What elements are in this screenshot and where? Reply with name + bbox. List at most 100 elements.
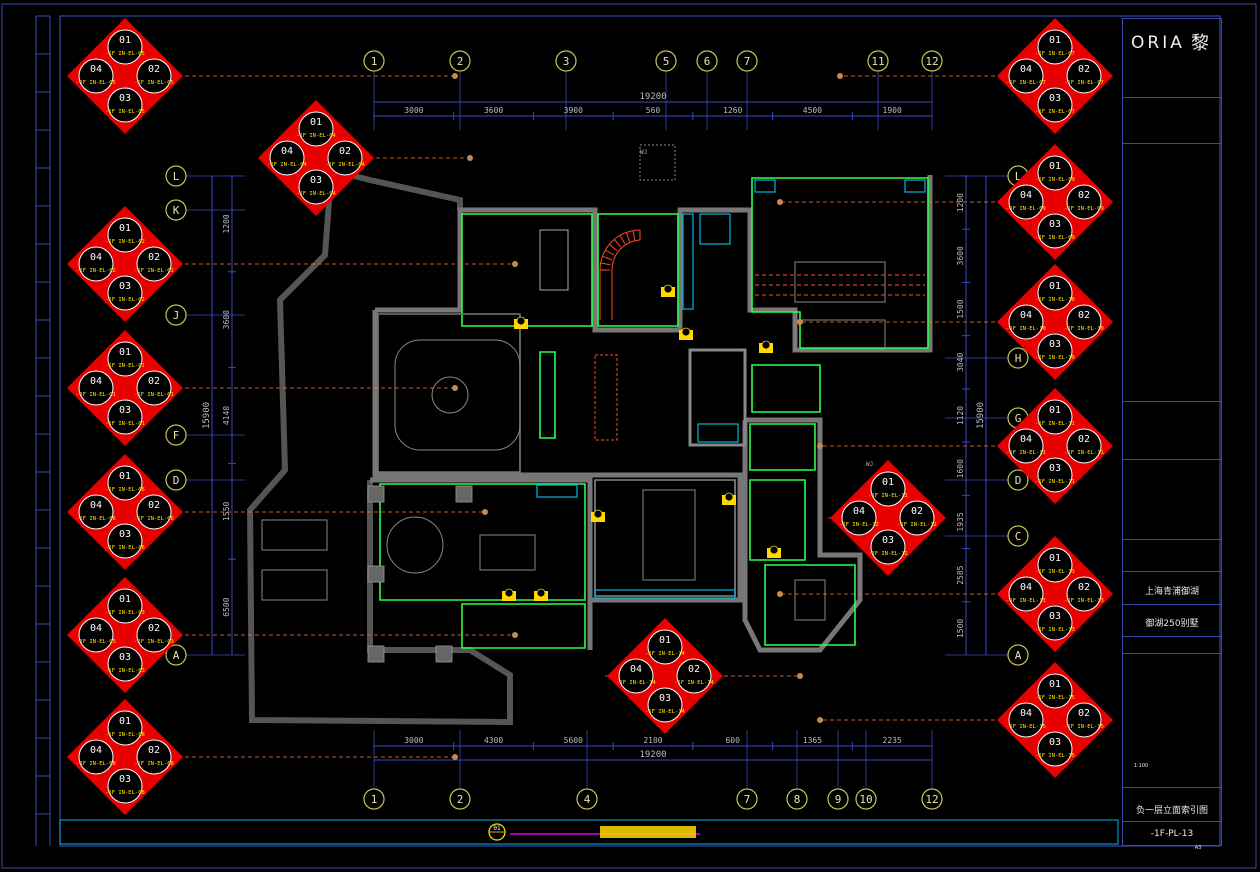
elevation-code: -1F IN-EL-09 [1064,206,1104,212]
elevation-code: -1F IN-EL-03 [134,639,174,645]
elevation-quadrant: 01 [119,35,131,46]
elevation-quadrant: 04 [1020,434,1032,445]
elevation-code: -1F IN-EL-08 [76,761,116,767]
grid-bubble-top: 12 [921,50,943,72]
elevation-code: -1F IN-EL-14 [645,651,685,657]
grid-bubble-left: D [165,469,187,491]
elevation-code: -1F IN-EL-10 [1064,326,1104,332]
elevation-quadrant: 03 [310,175,322,186]
grid-bubble-label: 2 [457,793,464,806]
dimension-text: 1935 [956,512,965,531]
furniture [261,144,886,621]
elevation-quadrant: 01 [310,117,322,128]
grid-bubble-label: 8 [794,793,801,806]
elevation-quadrant: 03 [119,405,131,416]
elevation-quadrant: 04 [90,376,102,387]
elevation-code: -1F IN-EL-12 [897,522,937,528]
grid-bubble-label: L [1015,170,1022,183]
elevation-code: -1F IN-EL-01 [105,421,145,427]
elevation-quadrant: 04 [1020,582,1032,593]
client-name: 上海青浦御湖 [1144,587,1199,597]
dimension-text: 1260 [723,106,742,115]
elevation-quadrant: 04 [90,252,102,263]
grid-bubble-label: 2 [457,55,464,68]
dimension-text: 6500 [222,597,231,616]
elevation-code: -1F IN-EL-04 [296,133,336,139]
grid-bubble-top: 2 [449,50,471,72]
elevation-quadrant: 02 [1078,310,1090,321]
elevation-quadrant: 04 [1020,64,1032,75]
elevation-code: -1F IN-EL-07 [1035,109,1075,115]
elevation-code: -1F IN-EL-14 [645,709,685,715]
dimension-text: 2100 [643,736,662,745]
grid-bubble-label: 7 [744,55,751,68]
elevation-code: -1F IN-EL-13 [1064,598,1104,604]
elevation-quadrant: 02 [148,252,160,263]
elevation-code: -1F IN-EL-03 [76,639,116,645]
dimension-total: 19200 [639,92,666,102]
grid-bubble-top: 3 [555,50,577,72]
elevation-code: -1F IN-EL-15 [1064,724,1104,730]
grid-bubble-right: A [1007,644,1029,666]
dimension-text: 5600 [564,736,583,745]
scale-bar-marker: 01 [493,825,501,832]
elevation-code: -1F IN-EL-07 [1006,80,1046,86]
grid-bubble-label: 4 [584,793,591,806]
grid-bubble-label: F [173,429,180,442]
elevation-quadrant: 02 [1078,582,1090,593]
elevation-quadrant: 04 [90,623,102,634]
plan-label-wj1: WJ [640,149,647,156]
elevation-code: -1F IN-EL-07 [1064,80,1104,86]
elevation-quadrant: 04 [853,506,865,517]
small-elevation-tags [502,284,781,601]
grid-bubble-bottom: 9 [827,788,849,810]
grid-bubble-label: 9 [835,793,842,806]
hatched-columns [367,485,473,663]
elevation-code: -1F IN-EL-08 [105,790,145,796]
elevation-quadrant: 01 [1049,281,1061,292]
elevation-code: -1F IN-EL-11 [1035,479,1075,485]
elevation-quadrant: 02 [148,623,160,634]
dimension-text: 2585 [956,565,965,584]
elevation-quadrant: 02 [148,376,160,387]
grid-bubble-label: 12 [925,55,938,68]
grid-bubble-label: 7 [744,793,751,806]
grid-bubble-label: A [1015,649,1022,662]
grid-bubble-right: C [1007,525,1029,547]
elevation-quadrant: 02 [1078,708,1090,719]
elevation-quadrant: 03 [1049,339,1061,350]
dimension-total: 15900 [202,402,212,429]
dimension-text: 1200 [222,214,231,233]
dimension-text: 1550 [222,501,231,520]
elevation-quadrant: 03 [119,774,131,785]
grid-bubble-label: 6 [704,55,711,68]
elevation-quadrant: 04 [281,146,293,157]
grid-lines [186,72,1008,788]
elevation-quadrant: 03 [119,93,131,104]
elevation-code: -1F IN-EL-07 [1035,51,1075,57]
elevation-quadrant: 01 [1049,161,1061,172]
elevation-code: -1F IN-EL-12 [839,522,879,528]
elevation-code: -1F IN-EL-10 [1035,355,1075,361]
elevation-quadrant: 02 [339,146,351,157]
scale-value: 1:100 [1133,763,1149,769]
elevation-code: -1F IN-EL-15 [1035,695,1075,701]
elevation-code: -1F IN-EL-05 [134,80,174,86]
dimension-text: 4500 [803,106,822,115]
elevation-quadrant: 03 [1049,219,1061,230]
elevation-quadrant: 04 [90,64,102,75]
kitchen-island [594,354,618,441]
elevation-code: -1F IN-EL-15 [1035,753,1075,759]
reference-dots [185,73,995,760]
grid-bubble-label: K [173,204,180,217]
spiral-stair [599,229,641,320]
